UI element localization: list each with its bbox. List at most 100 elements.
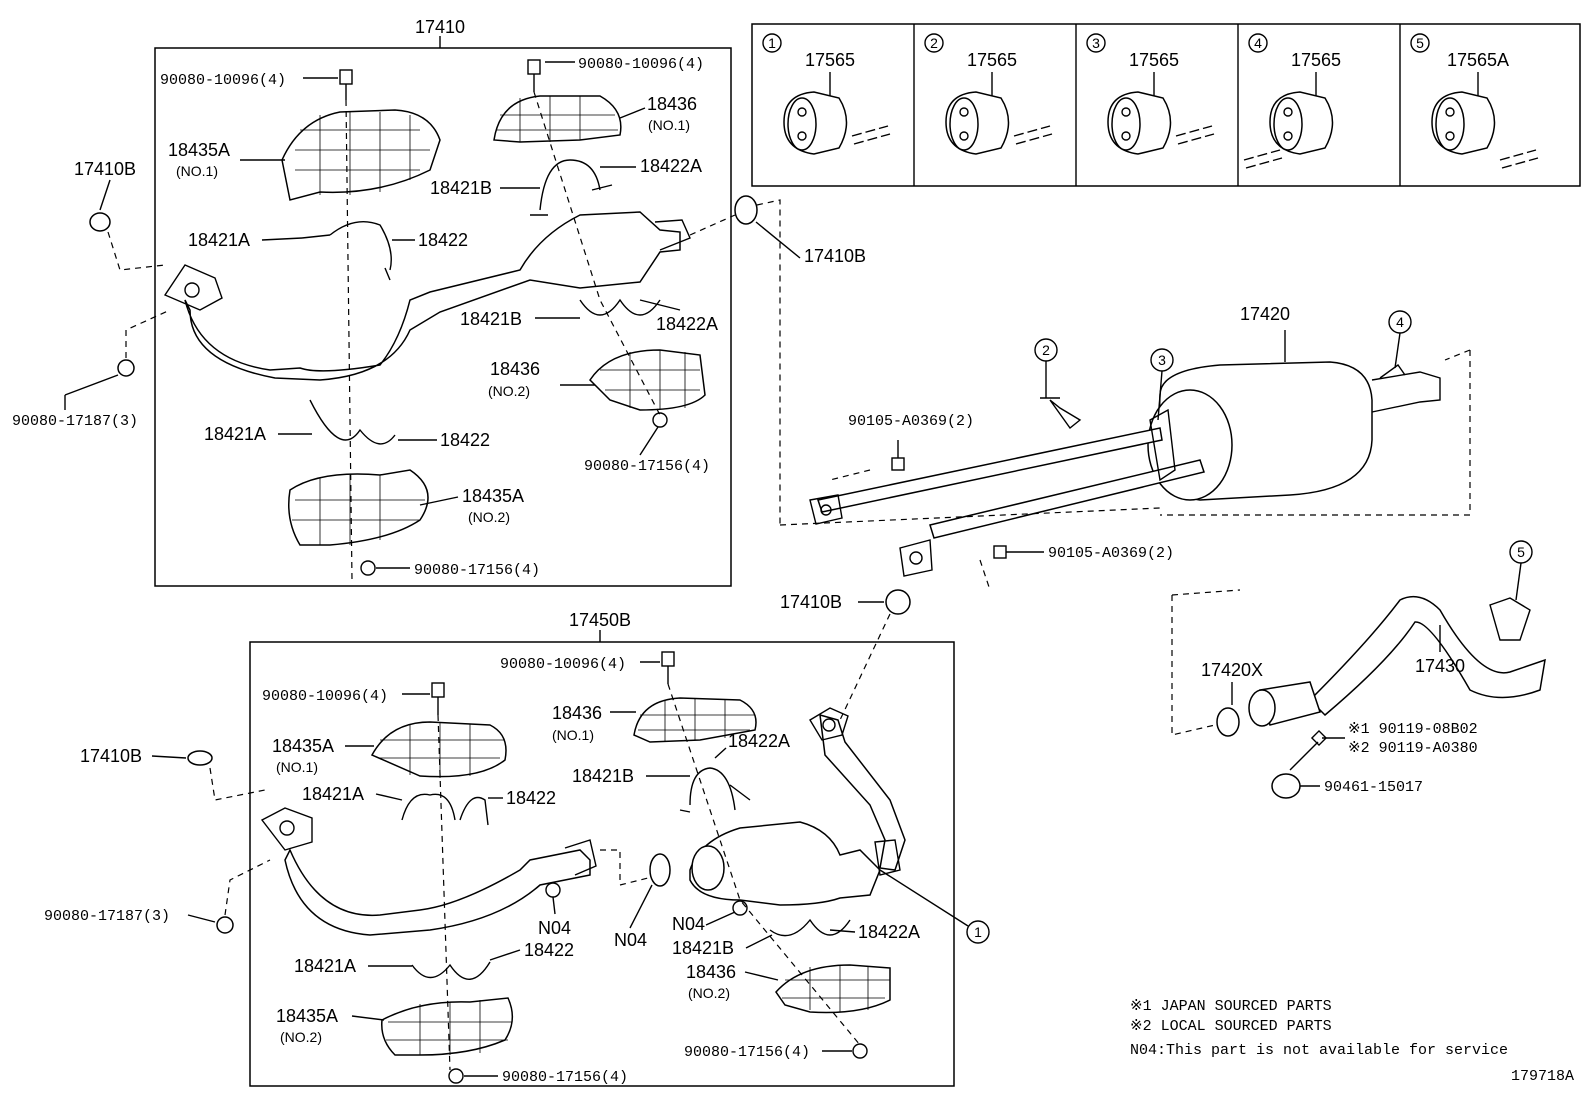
label-heat-ins-no1: 18435A	[168, 140, 230, 160]
label-18422-bottom-1: 18422	[506, 788, 556, 808]
label-gasket-left-bottom: 17410B	[80, 746, 142, 766]
label-gasket-right-top: 17410B	[804, 246, 866, 266]
label-18436-no1-bottom: 18436	[552, 703, 602, 723]
label-bolt-left-bottom: 90080-10096(4)	[262, 688, 388, 705]
nut-icon	[652, 412, 668, 428]
clamp-bottom-lower-right	[769, 918, 851, 937]
hanger-part-number: 17565	[1129, 50, 1179, 70]
outlet-pipe	[1371, 371, 1441, 413]
gasket-icon	[649, 853, 671, 887]
hanger-number-circle	[1410, 33, 1430, 53]
tail-pipe-area: 5 17430 17420X ※1 90119-08B02 ※2 90119-A…	[1171, 540, 1546, 799]
label-18436-no2-bottom-sub: (NO.2)	[688, 985, 730, 1001]
top-box-parts	[163, 59, 706, 581]
label-bolt-left: 90080-10096(4)	[160, 72, 286, 89]
label-heat-ins-no2: 18435A	[462, 486, 524, 506]
label-stud-left-top: 90080-17187(3)	[12, 413, 138, 430]
tail-hanger-bracket	[1489, 597, 1531, 641]
label-heat-ins-no1-bottom: 18435A	[272, 736, 334, 756]
top-assembly-label: 17410	[415, 17, 465, 37]
bottom-assembly-box: 17450B	[249, 610, 955, 1087]
label-18436-no2: 18436	[490, 359, 540, 379]
nut-icon	[852, 1043, 868, 1059]
label-heat-ins-no1-bottom-sub: (NO.1)	[276, 759, 318, 775]
label-18436-top: 18436	[647, 94, 697, 114]
outside-top-parts: 17410B 90080-17187(3) 17410B	[12, 159, 866, 525]
label-18422a-2: 18422A	[656, 314, 718, 334]
front-exhaust-pipe-bottom-left	[284, 848, 591, 936]
label-nut-left-bottom: 90080-17156(4)	[502, 1069, 628, 1086]
label-bolt-right: 90080-10096(4)	[578, 56, 704, 73]
bolt-icon	[891, 457, 905, 471]
label-18436-no2-sub: (NO.2)	[488, 383, 530, 399]
heat-insulator-18436-no2-bottom	[775, 964, 891, 1014]
label-muffler: 17420	[1240, 304, 1290, 324]
stud-icon	[216, 916, 234, 934]
front-exhaust-pipe-top	[184, 211, 681, 381]
label-heat-ins-no2-bottom-sub: (NO.2)	[280, 1029, 322, 1045]
bolt-icon	[993, 545, 1007, 559]
label-bolt-local: ※2 90119-A0380	[1348, 740, 1478, 757]
muffler-end	[1147, 389, 1233, 501]
flange-upper	[809, 494, 843, 525]
label-18421a-bottom-1: 18421A	[302, 784, 364, 804]
clamp-bottom-upper-right	[679, 767, 751, 813]
bolt-icon	[431, 682, 445, 698]
hanger-number-circle	[1086, 33, 1106, 53]
svg-text:1: 1	[974, 924, 982, 940]
gasket-icon	[885, 589, 911, 615]
clamp-upper-left	[329, 221, 392, 271]
label-clamp-90461: 90461-15017	[1324, 779, 1423, 796]
hanger-number-circle	[762, 33, 782, 53]
outside-bottom-parts: 17410B 90080-17187(3)	[44, 746, 216, 925]
figure-id: 179718A	[1511, 1068, 1574, 1085]
heat-insulator-18436-top	[493, 95, 622, 143]
notes-block: ※1 JAPAN SOURCED PARTS ※2 LOCAL SOURCED …	[1130, 998, 1574, 1085]
label-n04-a: N04	[538, 918, 571, 938]
svg-text:3: 3	[1158, 352, 1166, 368]
label-bolt-lower-muffler: 90105-A0369(2)	[1048, 545, 1174, 562]
label-18421a-2: 18421A	[204, 424, 266, 444]
label-18421a-bottom-2: 18421A	[294, 956, 356, 976]
label-n04-b: N04	[614, 930, 647, 950]
heat-insulator-no1-top	[281, 109, 441, 201]
bolt-icon	[661, 651, 675, 667]
hanger-strip	[751, 23, 1581, 187]
label-18436-no2-bottom: 18436	[686, 962, 736, 982]
top-box-labels: 90080-10096(4) 90080-10096(4) 18435A (NO…	[160, 56, 718, 579]
label-heat-ins-no1-sub: (NO.1)	[176, 163, 218, 179]
callout-circle-1	[966, 920, 990, 944]
clamp-bottom-lower-left	[411, 961, 491, 980]
label-gasket-left-top: 17410B	[74, 159, 136, 179]
stud-icon	[117, 359, 135, 377]
hanger-part-number: 17565	[967, 50, 1017, 70]
label-18422a-bottom-1: 18422A	[728, 731, 790, 751]
heat-insulator-18436-no2	[589, 349, 706, 411]
clamp-icon	[1271, 773, 1301, 799]
bolt-icon	[527, 59, 541, 75]
note-japan: ※1 JAPAN SOURCED PARTS	[1130, 998, 1332, 1015]
label-nut-right: 90080-17156(4)	[584, 458, 710, 475]
label-18436-no1-bottom-sub: (NO.1)	[552, 727, 594, 743]
label-bolt-upper-muffler: 90105-A0369(2)	[848, 413, 974, 430]
hanger-number: 2	[930, 35, 938, 51]
label-18421b-bottom-1: 18421B	[572, 766, 634, 786]
label-gasket-mid: 17410B	[780, 592, 842, 612]
clamp-lower-left	[309, 399, 396, 445]
hanger-bracket-4	[1379, 364, 1406, 379]
label-heat-ins-no2-sub: (NO.2)	[468, 509, 510, 525]
label-tail-pipe: 17430	[1415, 656, 1465, 676]
muffler-area: 17420 2 3 4 90105-A0369(2) 90105-A0369(2	[779, 304, 1471, 721]
inlet-pipe-lower	[929, 459, 1205, 539]
hanger-number-circle	[924, 33, 944, 53]
label-18422-1: 18422	[418, 230, 468, 250]
heat-insulator-no2-bottom	[381, 997, 514, 1056]
clamp-lower-right	[579, 298, 661, 316]
flange-lower	[899, 539, 933, 577]
label-18421b-2: 18421B	[460, 309, 522, 329]
